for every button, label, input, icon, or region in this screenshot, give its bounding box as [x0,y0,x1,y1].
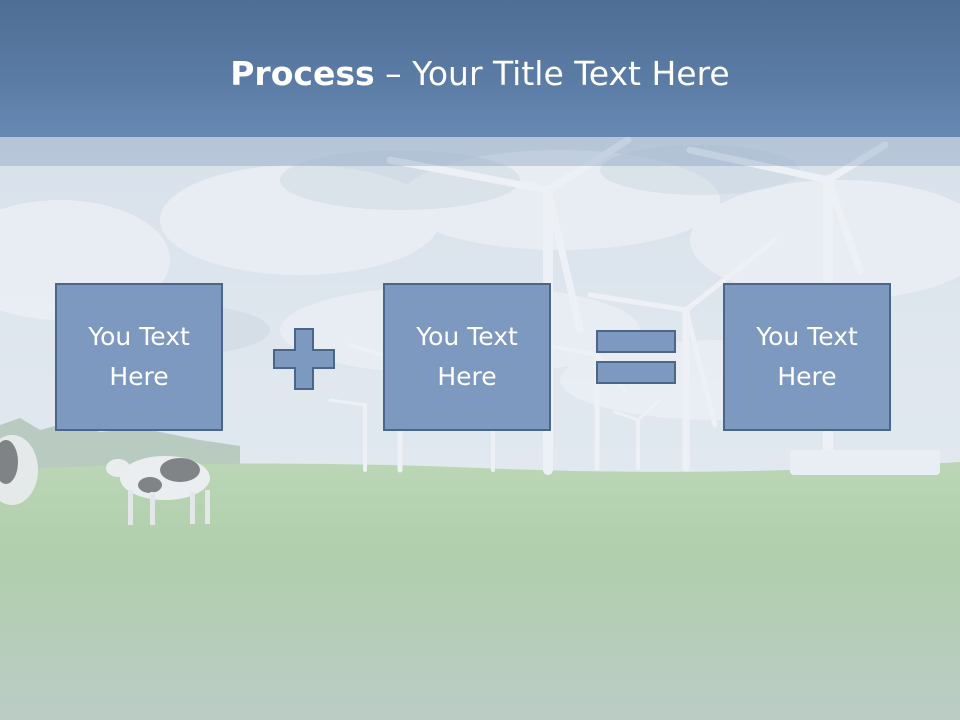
process-box-2[interactable]: You Text Here [383,283,551,431]
title-strip [0,137,960,166]
title-bold: Process [230,54,375,93]
slide-title: Process – Your Title Text Here [0,52,960,96]
title-bar [0,0,960,137]
process-box-1-text: You Text Here [88,322,190,391]
title-rest: – Your Title Text Here [374,54,730,93]
process-box-3[interactable]: You Text Here [723,283,891,431]
process-box-2-text: You Text Here [416,322,518,391]
plus-icon [273,328,335,390]
process-box-1[interactable]: You Text Here [55,283,223,431]
process-box-3-text: You Text Here [756,322,858,391]
equals-icon [596,330,676,384]
